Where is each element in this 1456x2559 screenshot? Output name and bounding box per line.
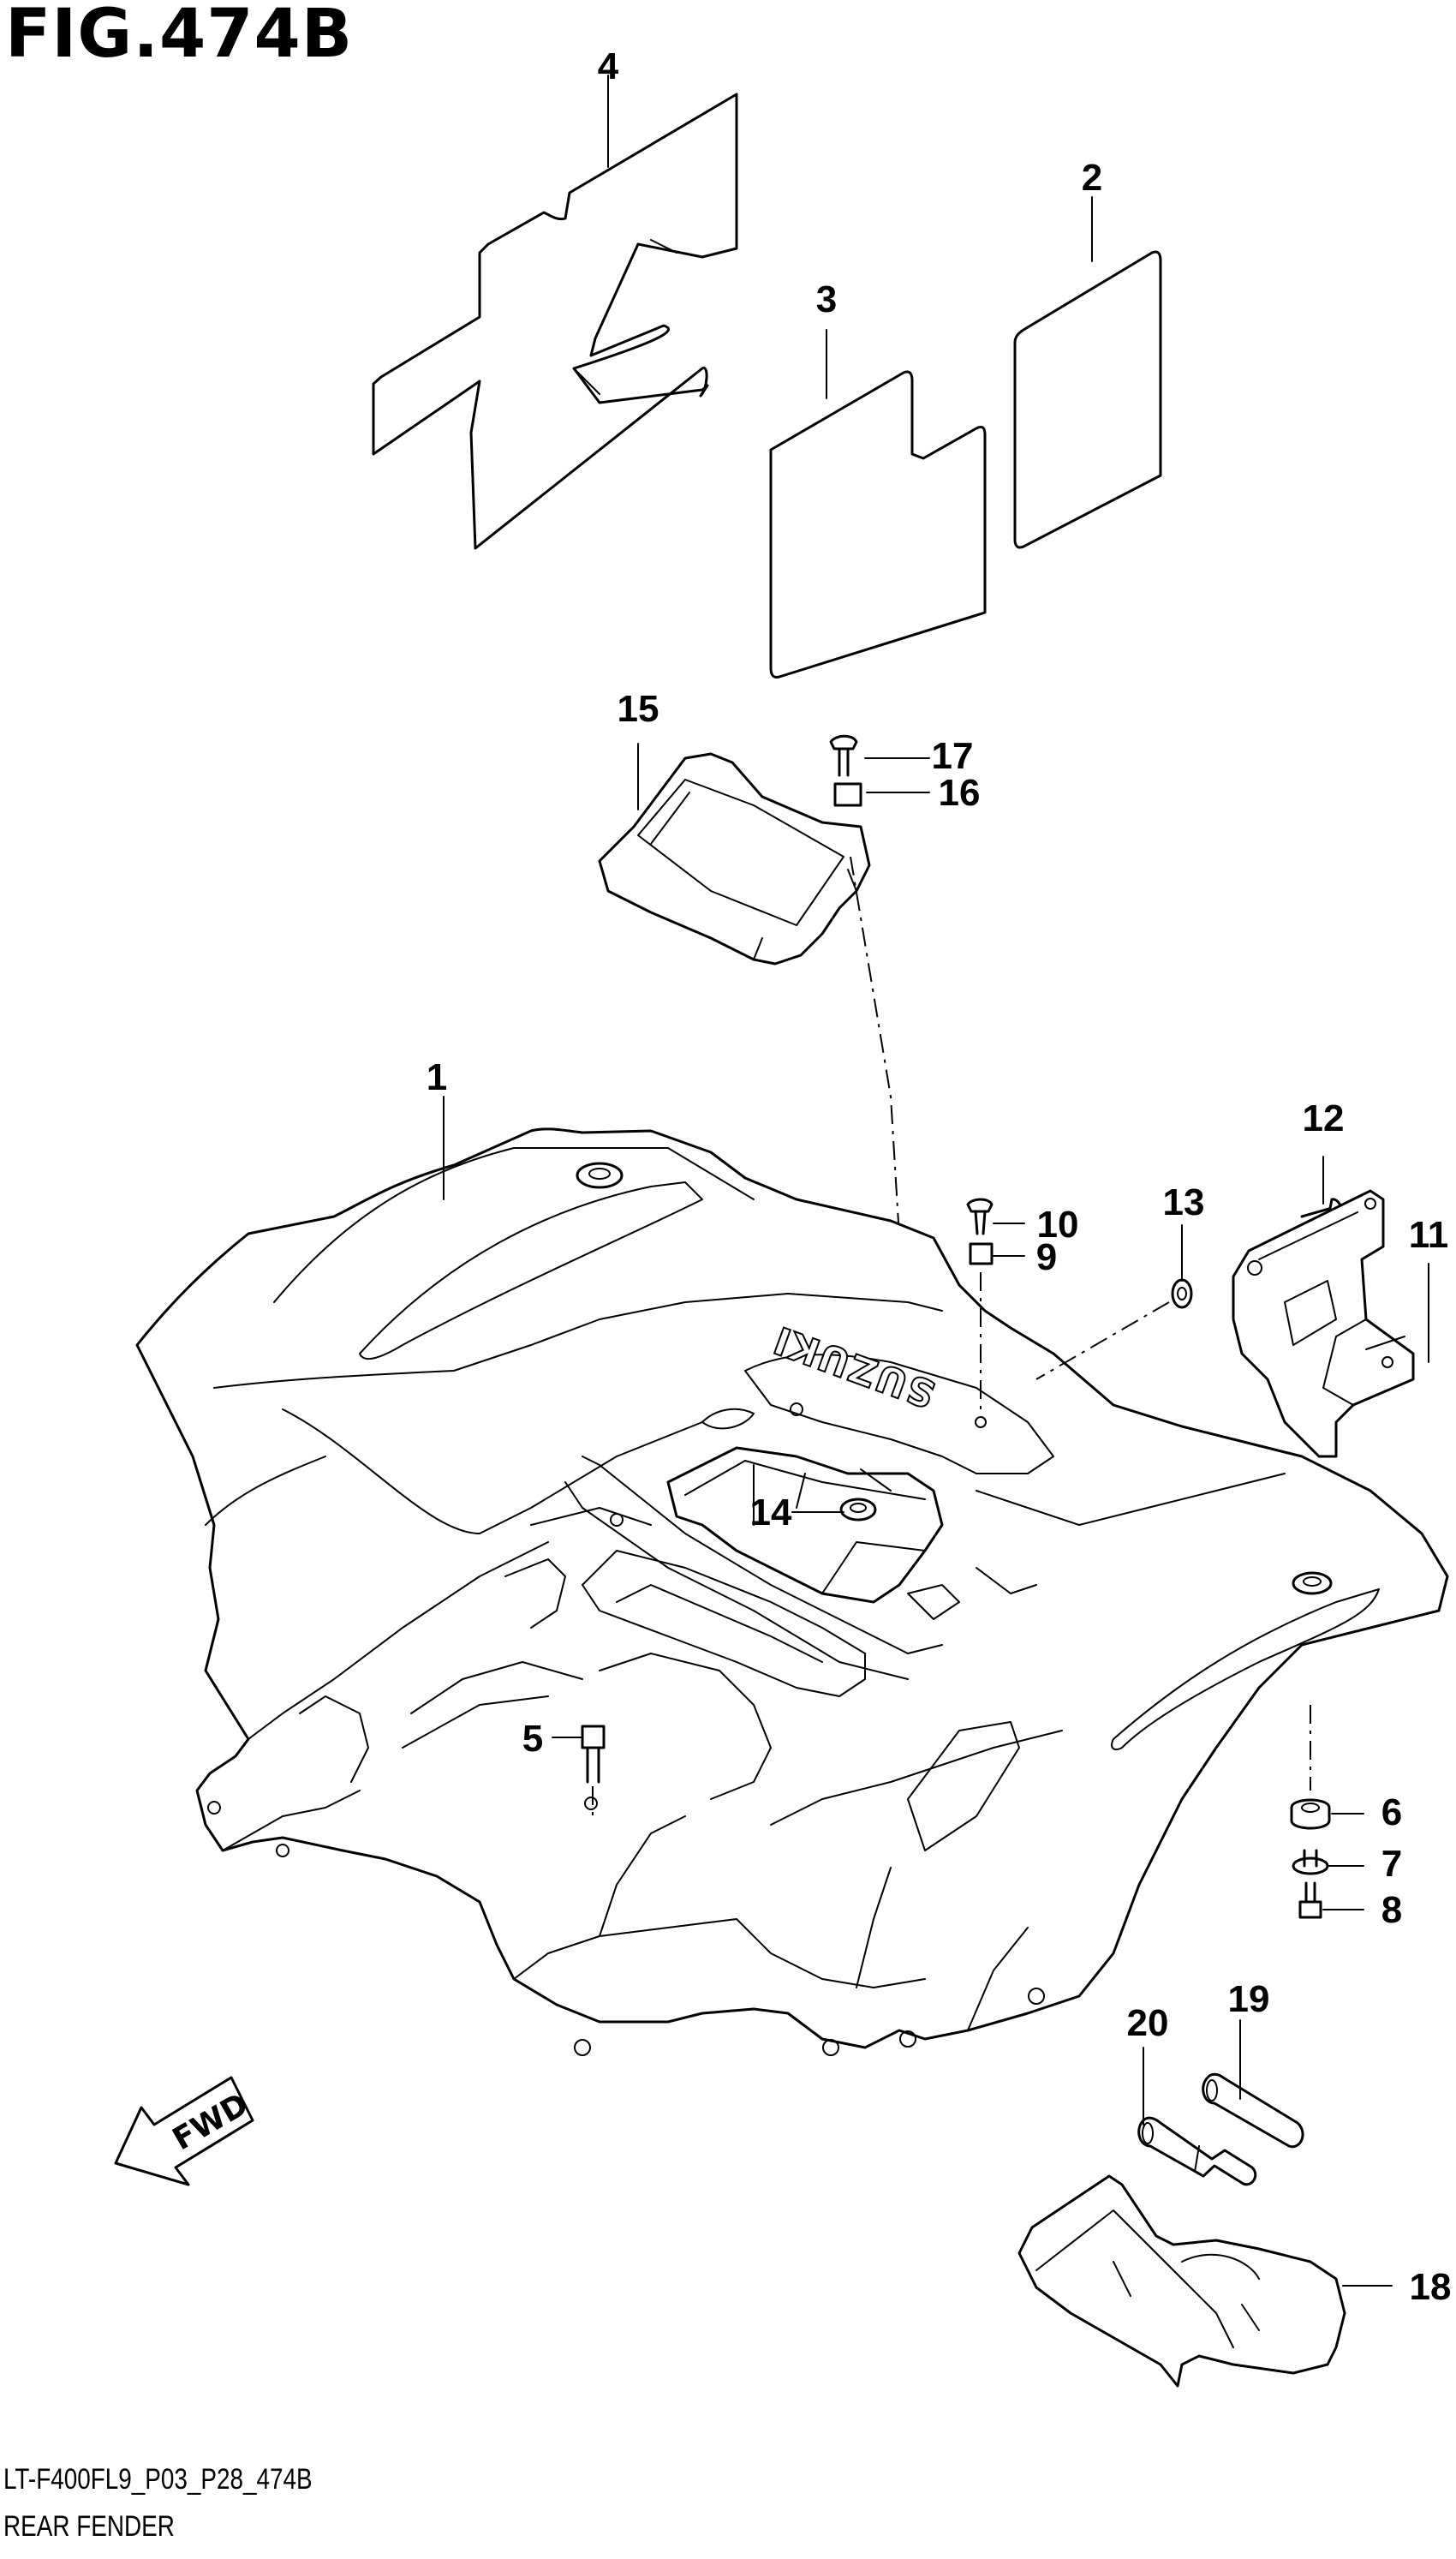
part-19-tool — [1202, 2072, 1304, 2149]
callout-14: 14 — [750, 1492, 792, 1534]
callout-13: 13 — [1163, 1181, 1205, 1223]
part-13-leader-line — [1035, 1301, 1170, 1380]
figure-title: FIG.474B — [5, 0, 354, 73]
callout-12: 12 — [1303, 1097, 1345, 1139]
part-13-washer — [1171, 1278, 1193, 1309]
footer-diagram-code: LT-F400FL9_P03_P28_474B — [3, 2463, 313, 2496]
part-4-decal — [372, 93, 738, 550]
part-5-bolt — [581, 1725, 606, 1784]
part-15-storage-tray — [598, 752, 871, 966]
part-6-cushion — [1290, 1798, 1331, 1830]
part-8-bolt — [1298, 1881, 1322, 1919]
part-11-bracket — [1232, 1189, 1415, 1458]
callout-17: 17 — [932, 735, 974, 777]
callout-1: 1 — [427, 1056, 447, 1098]
callout-16: 16 — [939, 772, 981, 814]
callout-3: 3 — [816, 278, 837, 320]
callout-18: 18 — [1410, 2266, 1452, 2308]
part-16-nut — [833, 782, 862, 807]
part-9-nut — [969, 1242, 994, 1265]
part-3-decal — [769, 370, 987, 679]
part-14-grommet — [839, 1498, 877, 1522]
callout-6: 6 — [1381, 1791, 1402, 1833]
part-7-collar — [1292, 1849, 1329, 1875]
callout-11: 11 — [1409, 1214, 1449, 1256]
callout-9: 9 — [1036, 1236, 1057, 1278]
callout-5: 5 — [522, 1718, 543, 1760]
part-10-screw — [966, 1198, 994, 1235]
part-2-decal — [1013, 250, 1162, 549]
callout-8: 8 — [1381, 1889, 1402, 1931]
callout-19: 19 — [1228, 1978, 1270, 2020]
callout-leader-lines — [443, 75, 1429, 2287]
fwd-arrow — [114, 2076, 254, 2186]
callout-15: 15 — [618, 688, 659, 730]
callout-20: 20 — [1127, 2002, 1169, 2044]
part-17-screw — [829, 734, 858, 777]
callout-4: 4 — [598, 45, 619, 87]
callout-10: 10 — [1037, 1204, 1079, 1246]
callout-2: 2 — [1082, 157, 1102, 199]
part-18-tool-bag — [1017, 2174, 1346, 2388]
footer-diagram-name: REAR FENDER — [3, 2510, 175, 2543]
part-20-tool — [1137, 2116, 1257, 2186]
part-1-rear-fender — [135, 1127, 1449, 2056]
callout-7: 7 — [1381, 1843, 1402, 1885]
